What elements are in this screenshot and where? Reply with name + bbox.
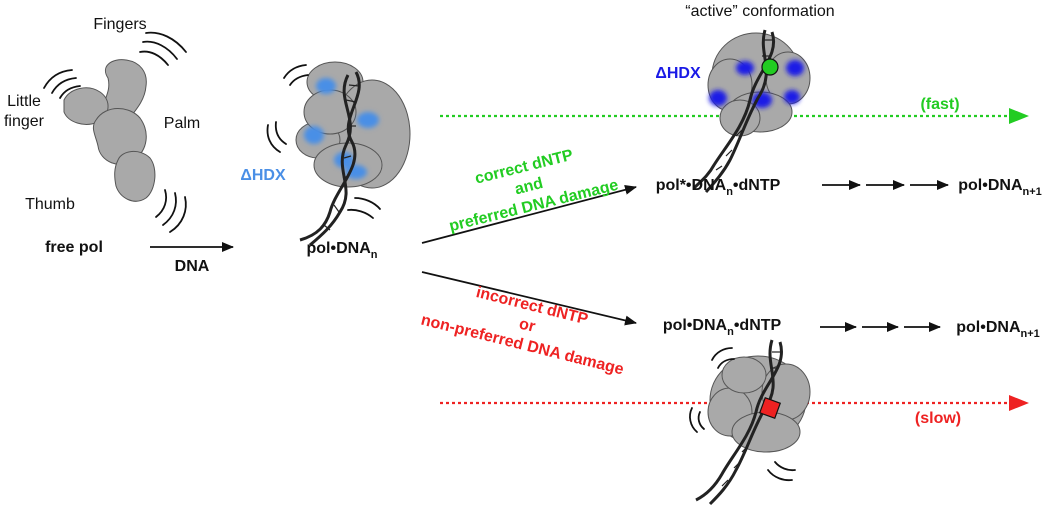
dna-helix-2-rungs (715, 39, 772, 171)
incorrect-pathway-arrow (421, 271, 637, 326)
correct-condition-label: correct dNTP and preferred DNA damage (447, 147, 620, 236)
product-label-bottom: pol•DNAn+1 (956, 319, 1040, 340)
pol-dna-motion-lines (266, 64, 381, 219)
correct-dntp-marker (761, 58, 779, 76)
palm-label: Palm (164, 115, 200, 132)
pol-dna-label: pol•DNAn (307, 240, 378, 261)
pol-star-complex-label: pol*•DNAn•dNTP (656, 177, 781, 198)
thumb-label: Thumb (25, 196, 75, 213)
active-conformation-label: “active” conformation (685, 3, 834, 20)
pol-complex-bottom-label: pol•DNAn•dNTP (663, 317, 782, 338)
fast-label: (fast) (920, 96, 959, 113)
slow-label: (slow) (915, 410, 961, 427)
free-pol-label: free pol (45, 239, 103, 256)
hdx-label-left: ΔHDX (240, 167, 286, 184)
little-finger-label-line1: Little (7, 93, 41, 110)
incorrect-condition-label: incorrect dNTP or non-preferred DNA dama… (419, 284, 625, 378)
correct-line2: and (513, 175, 545, 198)
dna-label: DNA (175, 258, 210, 275)
hdx-label-top: ΔHDX (655, 65, 701, 82)
correct-pathway-arrow (421, 184, 637, 244)
free-pol-motion-lines (43, 31, 187, 233)
little-finger-label-line2: finger (4, 113, 45, 130)
dna-helix-1 (299, 71, 361, 247)
dna-helix-1-rungs (323, 84, 360, 231)
incorrect-dntp-marker (758, 396, 782, 420)
incorrect-line2: or (517, 315, 537, 335)
free-pol-structure (63, 59, 156, 202)
inactive-motion-lines (689, 347, 796, 482)
active-complex-structure (692, 29, 811, 193)
fingers-label: Fingers (93, 16, 146, 33)
inactive-complex-structure (695, 339, 811, 506)
hdx-patches-dark (709, 60, 804, 108)
product-label-top: pol•DNAn+1 (958, 177, 1042, 198)
dna-helix-3-rungs (721, 351, 780, 487)
pol-dna-complex-structure (295, 61, 411, 247)
dna-helix-3 (695, 339, 783, 506)
